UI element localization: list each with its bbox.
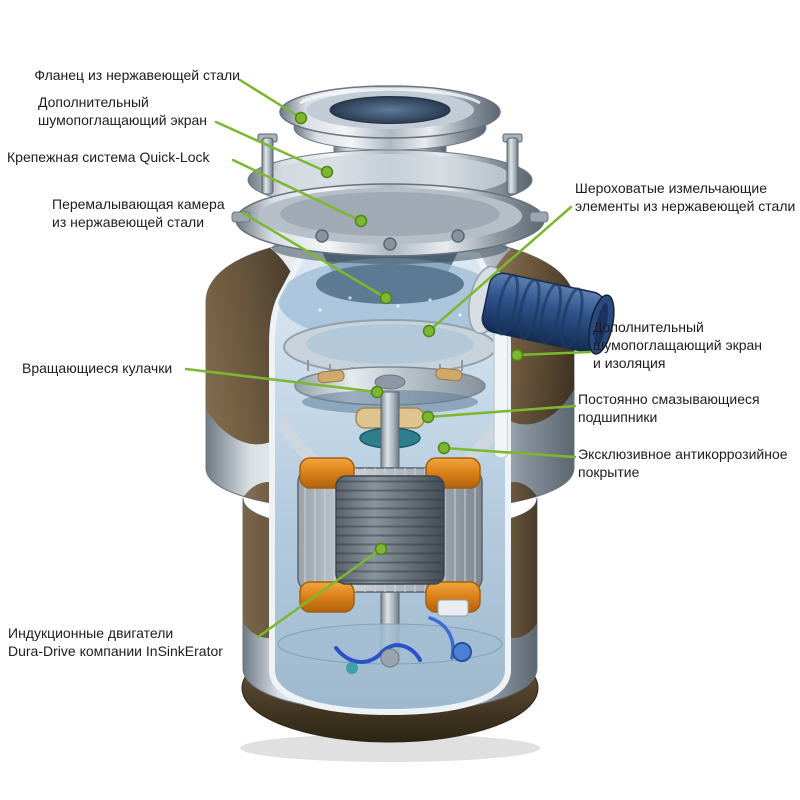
label-grind-chamber: Перемалывающая камера из нержавеющей ста… [52,196,225,231]
mounting-bolt [502,133,523,195]
label-bearings: Постоянно смазывающиеся подшипники [578,391,760,426]
leader-dot-quick-lock [354,214,368,228]
quick-lock-ring [231,183,549,257]
interior-contents [274,252,508,674]
mounting-bolt [257,133,278,195]
leader-line-coating [442,446,577,459]
leader-lines [184,78,592,639]
label-motor: Индукционные двигатели Dura-Drive компан… [8,625,223,660]
leader-dot-grind-chamber [379,291,393,305]
leader-line-quick-lock [231,158,363,223]
leader-dot-coating [437,441,451,455]
ground-shadow [240,734,540,762]
leader-line-grind-elements [427,205,573,333]
label-noise-shield: Дополнительный шумопоглащающий экран [38,94,208,129]
outlet-pipe [468,265,615,355]
swivel-lug [435,367,463,382]
base-electronics [277,599,503,674]
label-flange: Фланец из нержавеющей стали [34,67,240,83]
leader-dot-insulation [510,348,524,362]
leader-dot-lugs [370,385,384,399]
leader-line-lugs [184,367,379,394]
leader-line-motor [256,547,383,639]
sink-flange [279,85,501,151]
leader-line-flange [238,78,303,120]
leader-line-insulation [515,350,592,357]
mounting-assembly [231,85,549,264]
leader-dot-flange [294,111,308,125]
induction-motor [297,457,483,613]
leader-line-bearings [426,404,577,419]
label-grind-elements: Шероховатые измельчающие элементы из нер… [575,180,796,215]
leader-dot-bearings [421,410,435,424]
leader-line-noise-shield [214,120,329,174]
leader-dot-noise-shield [320,165,334,179]
swivel-lug [317,369,345,384]
leader-dot-motor [374,542,388,556]
label-coating: Эксклюзивное антикоррозийное покрытие [578,446,788,481]
leader-dot-grind-elements [422,324,436,338]
label-insulation: Дополнительный шумопоглащающий экран и и… [593,319,763,372]
label-lugs: Вращающиеся кулачки [22,360,173,376]
winding [299,581,355,613]
leader-line-grind-chamber [241,211,388,300]
label-quick-lock: Крепежная система Quick-Lock [7,149,210,165]
insulation-strip [493,317,508,459]
